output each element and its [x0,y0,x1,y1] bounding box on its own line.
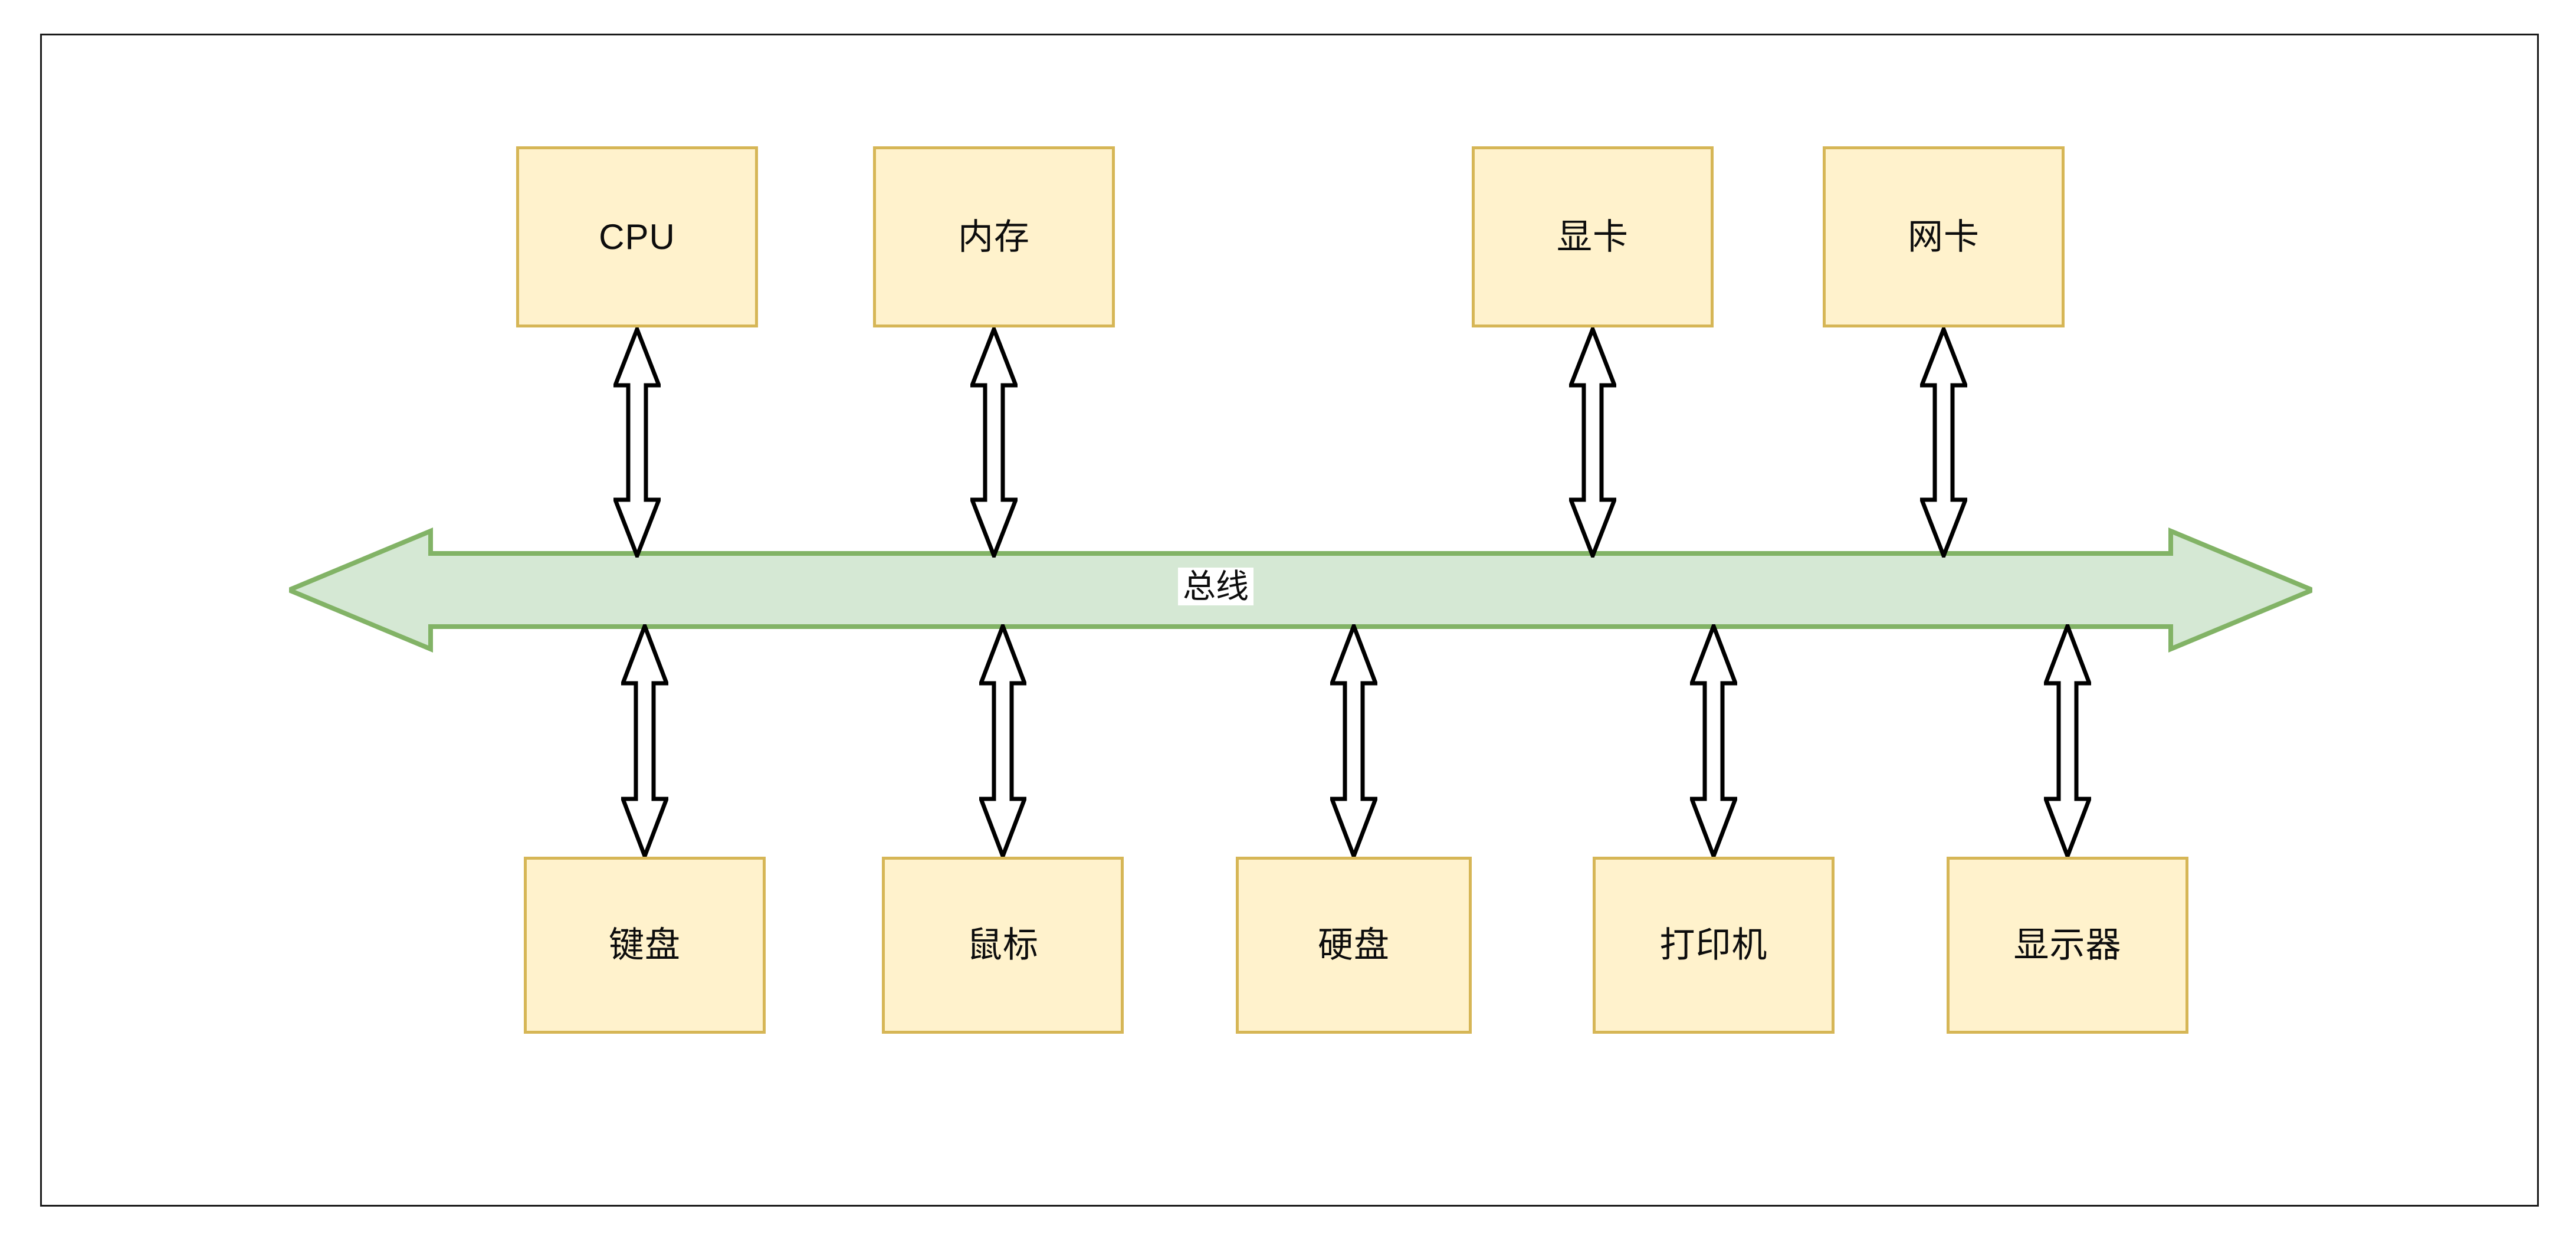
connector-mouse[interactable] [979,624,1026,858]
node-gpu-label: 显卡 [1557,217,1629,257]
node-cpu[interactable]: CPU [516,146,758,327]
node-memory-label: 内存 [958,217,1030,257]
node-keyboard-label: 键盘 [609,925,681,965]
double-arrow-icon [1690,624,1737,858]
node-mouse-label: 鼠标 [967,925,1039,965]
node-printer[interactable]: 打印机 [1593,857,1835,1034]
double-arrow-icon [1330,624,1377,858]
node-mouse[interactable]: 鼠标 [882,857,1124,1034]
connector-gpu[interactable] [1569,327,1616,558]
bus-arrow[interactable] [289,519,2312,661]
double-arrow-icon [621,624,668,858]
bus-label: 总线 [1178,568,1253,605]
connector-keyboard[interactable] [621,624,668,858]
node-printer-label: 打印机 [1659,925,1768,965]
double-arrow-icon [1569,327,1616,558]
connector-monitor[interactable] [2044,624,2091,858]
connector-printer[interactable] [1690,624,1737,858]
connector-harddisk[interactable] [1330,624,1377,858]
connector-cpu[interactable] [613,327,661,558]
node-memory[interactable]: 内存 [873,146,1115,327]
node-nic[interactable]: 网卡 [1823,146,2065,327]
double-arrow-icon [979,624,1026,858]
node-keyboard[interactable]: 键盘 [524,857,766,1034]
node-harddisk-label: 硬盘 [1318,925,1390,965]
node-monitor-label: 显示器 [2013,925,2122,965]
connector-nic[interactable] [1920,327,1967,558]
node-gpu[interactable]: 显卡 [1472,146,1714,327]
bus-arrow-shape [289,527,2312,653]
connector-memory[interactable] [970,327,1018,558]
double-arrow-icon [2044,624,2091,858]
node-cpu-label: CPU [599,217,675,257]
double-arrow-icon [970,327,1018,558]
node-nic-label: 网卡 [1908,217,1980,257]
node-harddisk[interactable]: 硬盘 [1236,857,1472,1034]
double-arrow-icon [1920,327,1967,558]
double-arrow-icon [613,327,661,558]
node-monitor[interactable]: 显示器 [1947,857,2188,1034]
